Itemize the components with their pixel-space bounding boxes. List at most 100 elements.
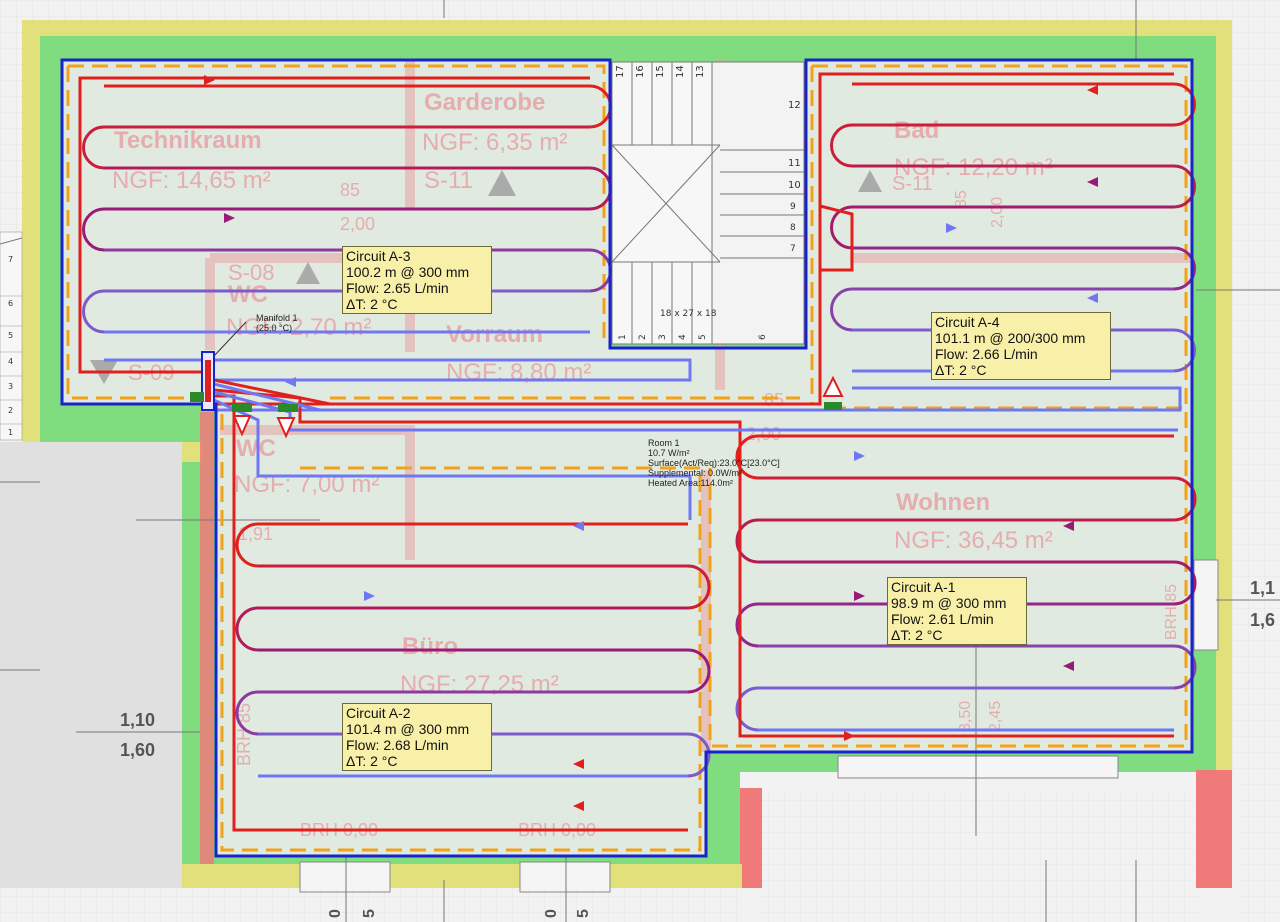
flow-arrow-icon <box>224 213 235 223</box>
circuit-a4-pipe-loop <box>830 287 1174 332</box>
stair-step-17: 17 <box>615 65 626 78</box>
room-info-heated: Heated Area:114.0m² <box>648 478 733 488</box>
flow-arrow-icon <box>285 377 296 387</box>
circuit-a1-pipe-loop <box>735 602 1174 648</box>
circuit-a2-pipe-loop <box>235 690 688 736</box>
circuit-a3-name: Circuit A-3 <box>346 248 411 264</box>
supply-main-a3 <box>78 76 590 374</box>
dim-brh85-right: BRH 85 <box>1163 584 1180 640</box>
heating-pipes <box>78 72 1197 832</box>
left-step-6: 6 <box>8 299 13 308</box>
dim-2-00-bad: 2,00 <box>989 197 1006 228</box>
room-info-surface: Surface(Act/Req):23.0°C[23.0°C] <box>648 458 780 468</box>
triangle-up-icon <box>488 170 516 196</box>
left-step-2: 2 <box>8 406 13 415</box>
room-area-technikraum: NGF: 14,65 m² <box>112 167 271 194</box>
stair-step-4: 4 <box>678 334 688 340</box>
circuit-label-a2[interactable]: Circuit A-2 101.4 m @ 300 mm Flow: 2.68 … <box>342 703 492 771</box>
circuit-a4-flow: Flow: 2.66 L/min <box>935 346 1038 362</box>
left-step-1: 1 <box>8 428 13 437</box>
flow-arrow-icon <box>204 75 215 85</box>
circuit-a4-pipe-loop <box>852 82 1196 127</box>
dim-2-45: 2,45 <box>987 701 1004 732</box>
circuit-a3-pipe-loop <box>82 207 590 252</box>
return-main-a3 <box>104 358 692 382</box>
room-area-vorraum: NGF: 8,80 m² <box>446 359 591 386</box>
dim-1-6-right: 1,6 <box>1250 610 1275 630</box>
room-name-bad: Bad <box>894 117 939 144</box>
circuit-boundaries <box>60 58 1194 858</box>
left-step-marks: 7 6 5 4 3 2 1 <box>0 231 23 441</box>
symbol-s11-bad: S-11 <box>892 173 933 195</box>
circuit-label-a1[interactable]: Circuit A-1 98.9 m @ 300 mm Flow: 2.61 L… <box>887 577 1027 645</box>
stair-step-13: 13 <box>695 65 706 78</box>
circuit-a2-flow: Flow: 2.68 L/min <box>346 737 449 753</box>
circuit-label-a4[interactable]: Circuit A-4 101.1 m @ 200/300 mm Flow: 2… <box>931 312 1111 380</box>
stair-step-7: 7 <box>790 244 796 254</box>
circuit-a1-pipe-loop <box>758 644 1197 690</box>
circuit-a1-pipe-loop <box>758 476 1197 522</box>
staircase: 17 16 15 14 13 12 11 10 9 8 7 1 2 3 4 5 … <box>611 61 805 345</box>
circuit-label-a3[interactable]: Circuit A-3 100.2 m @ 300 mm Flow: 2.65 … <box>342 246 492 314</box>
feed-diagonal-1 <box>213 378 331 406</box>
room-info: Room 1 10.7 W/m² Surface(Act/Req):23.0°C… <box>648 438 780 488</box>
circuit-a2-pipe-loop <box>258 564 711 610</box>
flow-arrow-icon <box>573 801 584 811</box>
circuit-a1-pipe-loop <box>735 434 1174 480</box>
warning-triangles <box>232 375 844 439</box>
dim-bottom-0-b: 0 <box>543 909 560 918</box>
room-info-supplemental: Supplemental: 0.0W/m² <box>648 468 743 478</box>
room-info-load: 10.7 W/m² <box>648 448 690 458</box>
stair-step-11: 11 <box>788 158 801 169</box>
manifold-name: Manifold 1 <box>256 313 298 323</box>
stair-step-8: 8 <box>790 223 796 233</box>
dim-1-1-right: 1,1 <box>1250 578 1275 598</box>
circuit-a4-name: Circuit A-4 <box>935 314 1000 330</box>
feed-diagonal-2 <box>213 382 321 412</box>
dim-1-91: 1,91 <box>238 524 273 544</box>
flow-arrow-icon <box>1063 661 1074 671</box>
flow-arrow-icon <box>573 521 584 531</box>
stair-step-16: 16 <box>635 65 646 78</box>
circuit-a1-pipe-loop <box>758 560 1197 606</box>
left-step-3: 3 <box>8 382 13 391</box>
dim-1-10-left: 1,10 <box>120 710 155 730</box>
manifold-temp: (25.0 °C) <box>256 323 293 333</box>
circuit-a3-flow: Flow: 2.65 L/min <box>346 280 449 296</box>
circuit-a4-length: 101.1 m @ 200/300 mm <box>935 330 1086 346</box>
flow-arrow-icon <box>1087 85 1098 95</box>
supply-connector-a4 <box>819 204 854 272</box>
flow-arrow-icon <box>854 451 865 461</box>
circuit-a4-pipe-loop <box>830 123 1174 168</box>
circuit-a2-pipe-loop <box>235 606 688 652</box>
warning-triangle-icon <box>232 415 252 437</box>
dim-85-vorraum: 85 <box>764 390 784 410</box>
stair-step-12: 12 <box>788 100 801 111</box>
room-name-buero: Büro <box>402 633 458 660</box>
circuit-a4-pipe-loop <box>830 205 1174 250</box>
dim-bottom-5-a: 5 <box>361 909 378 918</box>
dim-1-60-left: 1,60 <box>120 740 155 760</box>
left-step-5: 5 <box>8 331 13 340</box>
circuit-a2-pipe-loop <box>235 522 688 568</box>
zone-edge-dashes <box>66 64 1188 852</box>
stair-step-9: 9 <box>790 202 796 212</box>
stair-step-6: 6 <box>758 334 768 340</box>
flow-arrow-icon <box>946 223 957 233</box>
flow-arrow-icon <box>854 591 865 601</box>
circuit-a4-dt: ΔT: 2 °C <box>935 362 987 378</box>
triangle-up-icon <box>296 262 320 284</box>
flow-arrow-icon <box>844 731 855 741</box>
room-area-garderobe: NGF: 6,35 m² <box>422 129 567 156</box>
supply-main-a1 <box>213 388 1174 738</box>
circuit-a4-pipe-loop <box>852 246 1196 291</box>
room-name-garderobe: Garderobe <box>424 89 545 116</box>
room-name-wohnen: Wohnen <box>896 489 990 516</box>
left-step-4: 4 <box>8 357 13 366</box>
return-main-a4 <box>214 386 1182 412</box>
circuit-a3-length: 100.2 m @ 300 mm <box>346 264 470 280</box>
room-labels: Technikraum NGF: 14,65 m² Garderobe NGF:… <box>90 89 1053 698</box>
circuit-a2-dt: ΔT: 2 °C <box>346 753 398 769</box>
left-step-7: 7 <box>8 255 13 264</box>
symbol-s08: S-08 <box>228 260 274 285</box>
